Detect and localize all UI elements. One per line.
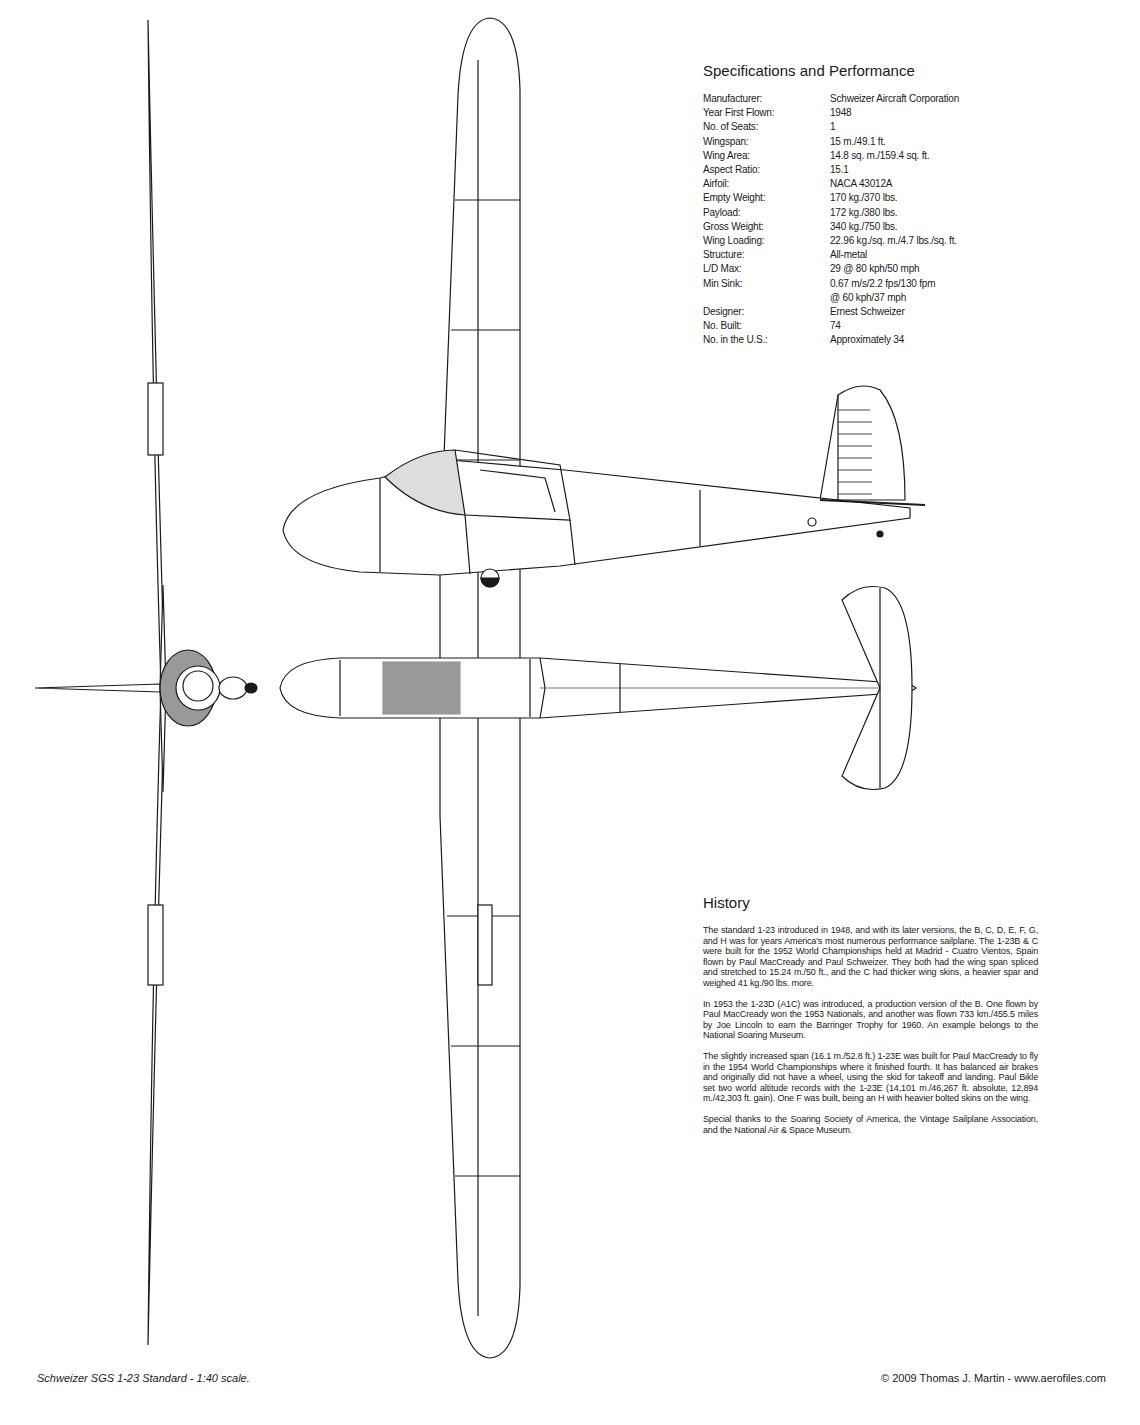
- history-paragraph: In 1953 the 1-23D (A1C) was introduced, …: [703, 999, 1038, 1041]
- spec-value: 14.8 sq. m./159.4 sq. ft.: [830, 150, 930, 162]
- spec-key: Aspect Ratio:: [703, 164, 760, 176]
- spec-value: 15.1: [830, 164, 849, 176]
- spec-value: 172 kg./380 lbs.: [830, 207, 897, 219]
- top-view: [280, 18, 916, 1358]
- spec-value: 22.96 kg./sq. m./4.7 lbs./sq. ft.: [830, 235, 957, 247]
- spec-value: All-metal: [830, 249, 867, 261]
- spec-value: NACA 43012A: [830, 178, 892, 190]
- history-paragraph: Special thanks to the Soaring Society of…: [703, 1114, 1038, 1135]
- spec-value: 170 kg./370 lbs.: [830, 192, 897, 204]
- history-paragraph: The standard 1-23 introduced in 1948, an…: [703, 925, 1038, 989]
- spec-value: 15 m./49.1 ft.: [830, 136, 886, 148]
- spec-key: No. Built:: [703, 320, 742, 332]
- spec-value: 340 kg./750 lbs.: [830, 221, 897, 233]
- figure-caption: Schweizer SGS 1-23 Standard - 1:40 scale…: [37, 1372, 250, 1385]
- spec-key: Empty Weight:: [703, 192, 765, 204]
- spec-key: Wing Area:: [703, 150, 750, 162]
- spec-key: Year First Flown:: [703, 107, 774, 119]
- spec-key: Airfoil:: [703, 178, 729, 190]
- side-view: [283, 386, 925, 587]
- copyright-note: © 2009 Thomas J. Martin - www.aerofiles.…: [881, 1372, 1106, 1385]
- spec-key: No. in the U.S.:: [703, 334, 768, 346]
- spec-key: No. of Seats:: [703, 121, 758, 133]
- section-heading: Specifications and Performance: [703, 62, 915, 79]
- spec-value: 0.67 m/s/2.2 fps/130 fpm: [830, 278, 935, 290]
- spec-key: Designer:: [703, 306, 744, 318]
- spec-key: Wingspan:: [703, 136, 748, 148]
- spec-key: Min Sink:: [703, 278, 742, 290]
- spec-key: L/D Max:: [703, 263, 741, 275]
- spec-value: Schweizer Aircraft Corporation: [830, 93, 959, 105]
- spec-key: Manufacturer:: [703, 93, 762, 105]
- spec-key: Gross Weight:: [703, 221, 764, 233]
- spec-key: Payload:: [703, 207, 740, 219]
- spec-value: 74: [830, 320, 841, 332]
- spec-value: 29 @ 80 kph/50 mph: [830, 263, 919, 275]
- spec-value: @ 60 kph/37 mph: [830, 292, 906, 304]
- spec-value: 1948: [830, 107, 851, 119]
- history-paragraph: The slightly increased span (16.1 m./52.…: [703, 1051, 1038, 1104]
- spec-key: Structure:: [703, 249, 744, 261]
- front-view: [35, 20, 257, 1345]
- section-heading: History: [703, 894, 750, 911]
- spec-key: Wing Loading:: [703, 235, 764, 247]
- spec-value: Approximately 34: [830, 334, 904, 346]
- spec-value: 1: [830, 121, 835, 133]
- spec-value: Ernest Schweizer: [830, 306, 905, 318]
